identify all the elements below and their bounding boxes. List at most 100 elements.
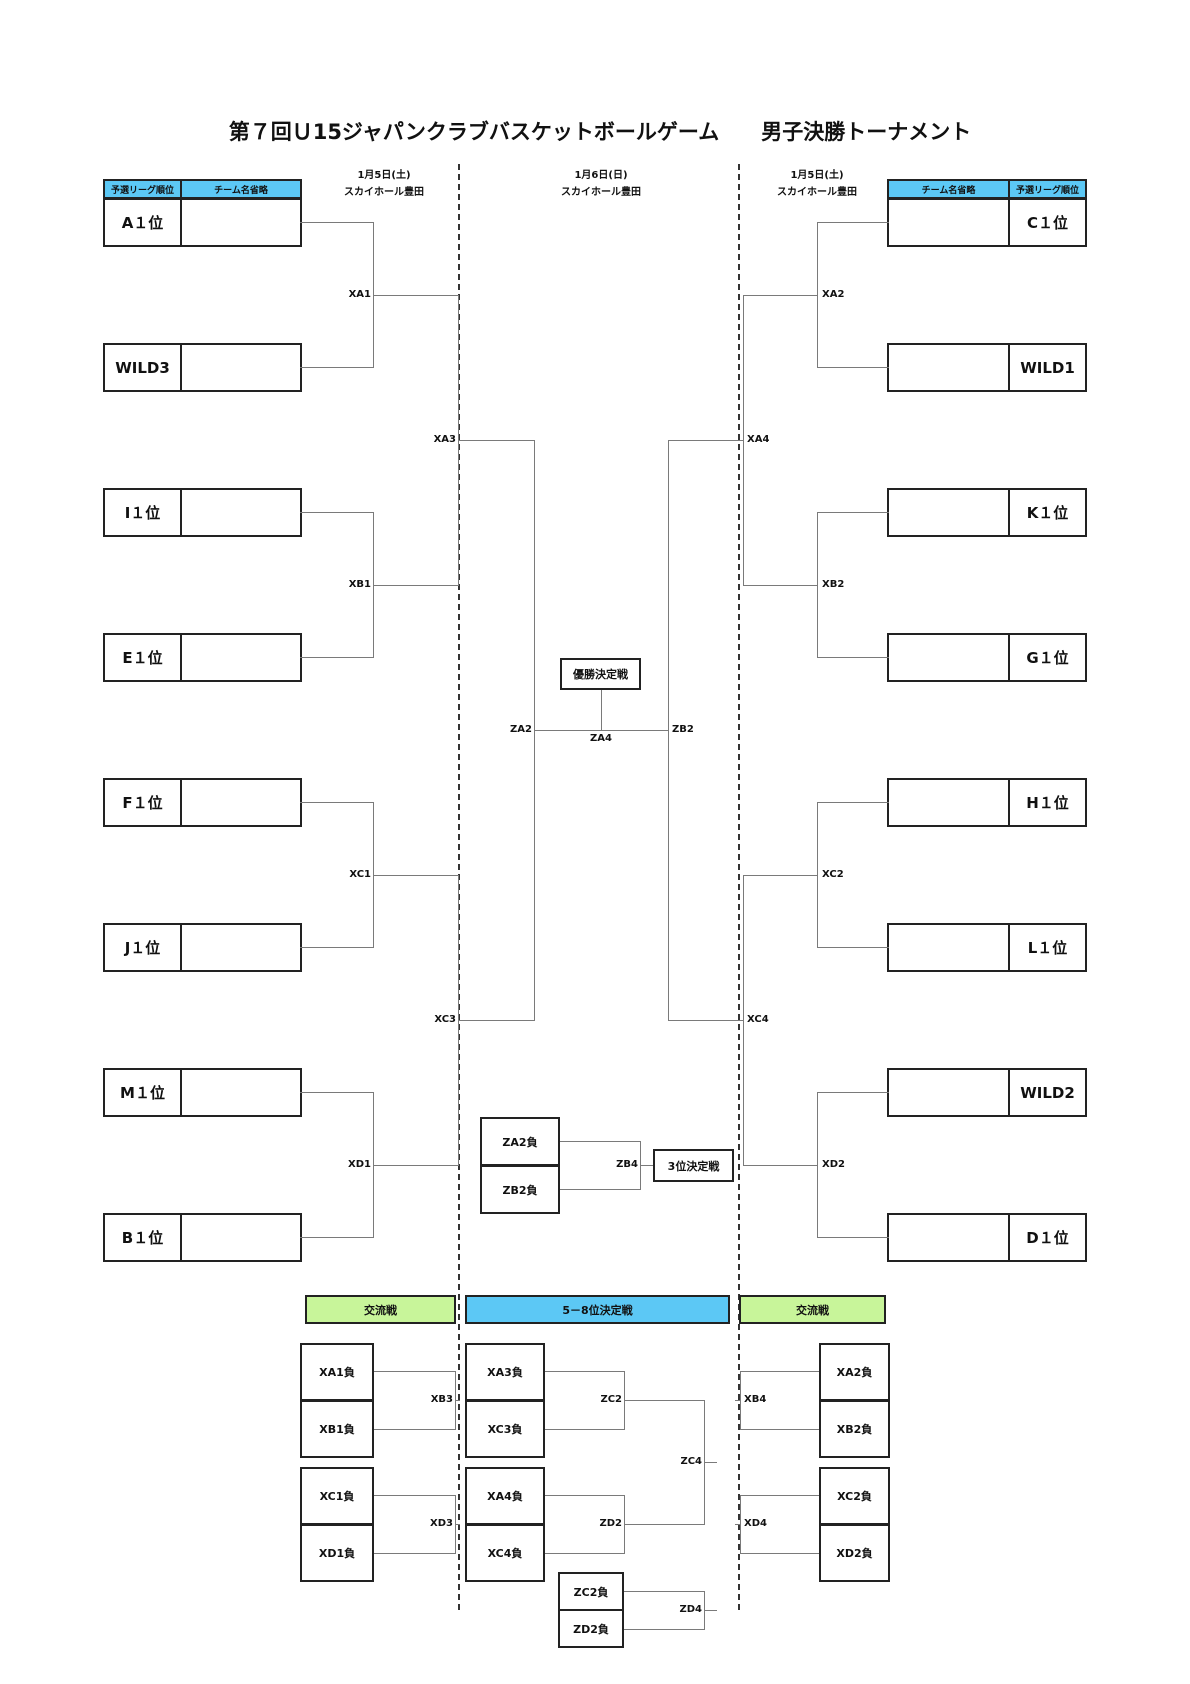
bracket-line <box>668 440 669 1021</box>
header-team-right: チーム名省略 <box>887 179 1010 199</box>
bracket-line <box>740 1495 819 1496</box>
team-name-field-left[interactable] <box>180 1068 302 1117</box>
team-name-field-left[interactable] <box>180 343 302 392</box>
seed-rank-left: M１位 <box>103 1068 182 1117</box>
divider-left <box>458 164 460 1610</box>
venue-left: スカイホール豊田 <box>344 187 424 198</box>
bracket-line <box>817 657 889 658</box>
bracket-line <box>817 947 889 948</box>
bracket-line <box>373 585 458 586</box>
game-label: XB4 <box>744 1394 767 1405</box>
bracket-line <box>300 367 373 368</box>
team-name-field-left[interactable] <box>180 1213 302 1262</box>
seed-rank-right: L１位 <box>1008 923 1087 972</box>
seed-rank-left: F１位 <box>103 778 182 827</box>
bracket-line <box>300 512 373 513</box>
header-rank-left: 予選リーグ順位 <box>103 179 182 199</box>
bracket-line <box>817 367 889 368</box>
bracket-line <box>300 1092 373 1093</box>
game-label: XA2 <box>822 289 845 300</box>
game-label: ZA2 <box>510 724 532 735</box>
bracket-line <box>545 1429 624 1430</box>
bracket-line <box>704 1610 717 1611</box>
bracket-line <box>817 1237 889 1238</box>
game-label: XA1 <box>348 289 371 300</box>
bracket-line <box>743 295 744 586</box>
bracket-line <box>458 440 534 441</box>
loser-entry-left: XB1負 <box>300 1400 374 1458</box>
bracket-line <box>374 1429 455 1430</box>
team-name-field-right[interactable] <box>887 923 1010 972</box>
seed-rank-right: G１位 <box>1008 633 1087 682</box>
team-name-field-right[interactable] <box>887 1068 1010 1117</box>
venue-right: スカイホール豊田 <box>777 187 857 198</box>
bracket-line <box>740 1371 741 1430</box>
bracket-line <box>817 1092 889 1093</box>
bracket-line <box>817 222 889 223</box>
loser-entry-center: XC4負 <box>465 1524 545 1582</box>
seed-rank-left: WILD3 <box>103 343 182 392</box>
bracket-line <box>740 1553 819 1554</box>
bracket-line <box>601 689 602 731</box>
bracket-line <box>624 1629 704 1630</box>
bracket-line <box>545 1553 624 1554</box>
loser-entry-center: XA4負 <box>465 1467 545 1525</box>
game-label: XD1 <box>348 1159 371 1170</box>
game-label: XB3 <box>430 1394 453 1405</box>
page-title: 第７回Ｕ15ジャパンクラブバスケットボールゲーム 男子決勝トーナメント <box>228 120 972 144</box>
team-name-field-right[interactable] <box>887 198 1010 247</box>
team-name-field-right[interactable] <box>887 488 1010 537</box>
game-label: XA3 <box>433 434 456 445</box>
team-name-field-right[interactable] <box>887 633 1010 682</box>
third-entry: ZA2負 <box>480 1117 560 1166</box>
game-label: ZB4 <box>616 1159 638 1170</box>
team-name-field-right[interactable] <box>887 1213 1010 1262</box>
loser-entry-left: XC1負 <box>300 1467 374 1525</box>
team-name-field-right[interactable] <box>887 343 1010 392</box>
seed-rank-right: K１位 <box>1008 488 1087 537</box>
bracket-line <box>743 875 744 1166</box>
game-label: XC2 <box>822 869 844 880</box>
loser-entry-lower: ZC2負 <box>558 1572 624 1611</box>
game-label: XC1 <box>349 869 371 880</box>
game-label: ZC4 <box>680 1456 702 1467</box>
bracket-line <box>300 802 373 803</box>
bracket-line <box>300 947 373 948</box>
bracket-line <box>458 1020 534 1021</box>
bracket-line <box>735 1400 740 1401</box>
bracket-line <box>560 1189 640 1190</box>
loser-entry-right: XC2負 <box>819 1467 890 1525</box>
game-label: ZC2 <box>600 1394 622 1405</box>
venue-center: スカイホール豊田 <box>561 187 641 198</box>
team-name-field-left[interactable] <box>180 198 302 247</box>
seed-rank-right: WILD2 <box>1008 1068 1087 1117</box>
bracket-line <box>740 1495 741 1554</box>
bracket-line <box>545 1371 624 1372</box>
final-match-box: 優勝決定戦 <box>560 658 641 690</box>
team-name-field-right[interactable] <box>887 778 1010 827</box>
bracket-line <box>545 1495 624 1496</box>
bracket-line <box>743 585 817 586</box>
game-label: XD4 <box>744 1518 767 1529</box>
date-center: 1月6日(日) <box>574 170 628 181</box>
exchange-header-right: 交流戦 <box>739 1295 886 1324</box>
game-label: XC4 <box>747 1014 769 1025</box>
exchange-header-left: 交流戦 <box>305 1295 456 1324</box>
game-label: ZD4 <box>679 1604 702 1615</box>
loser-entry-left: XA1負 <box>300 1343 374 1401</box>
date-right: 1月5日(土) <box>790 170 844 181</box>
seed-rank-left: E１位 <box>103 633 182 682</box>
team-name-field-left[interactable] <box>180 633 302 682</box>
bracket-line <box>455 1524 460 1525</box>
loser-entry-left: XD1負 <box>300 1524 374 1582</box>
team-name-field-left[interactable] <box>180 778 302 827</box>
game-label: XC3 <box>434 1014 456 1025</box>
bracket-line <box>374 1371 455 1372</box>
third-place-match-box: 3位決定戦 <box>653 1149 734 1182</box>
bracket-line <box>817 802 889 803</box>
team-name-field-left[interactable] <box>180 488 302 537</box>
seed-rank-left: B１位 <box>103 1213 182 1262</box>
bracket-line <box>817 802 818 948</box>
team-name-field-left[interactable] <box>180 923 302 972</box>
game-label: XD2 <box>822 1159 845 1170</box>
